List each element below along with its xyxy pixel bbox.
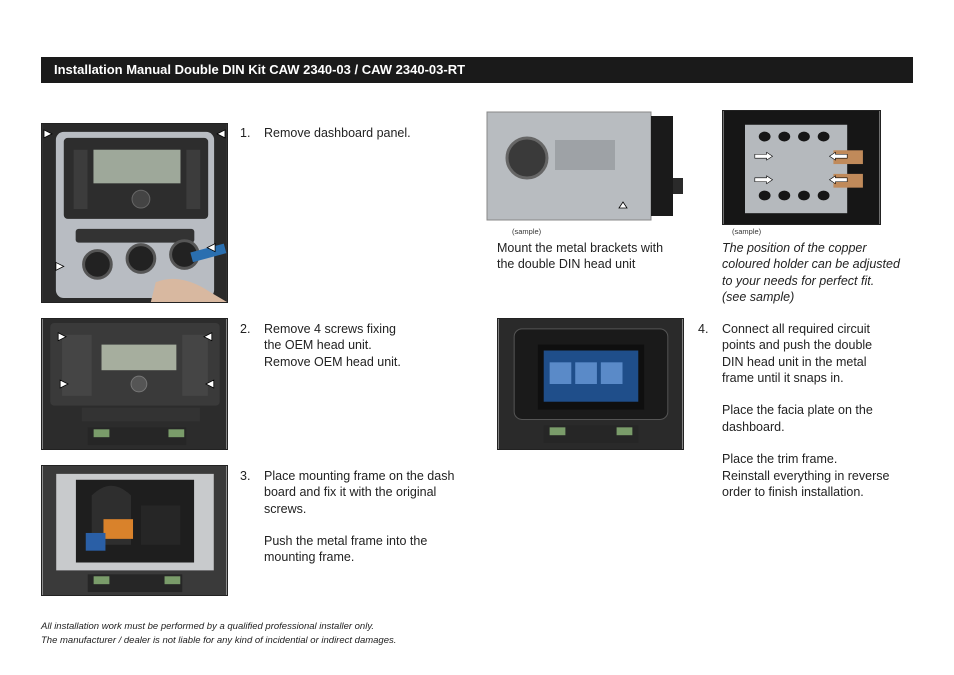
brackets-sample-label: (sample): [512, 227, 542, 236]
oem-head-unit-photo: [41, 318, 228, 450]
disclaimer-line-2: The manufacturer / dealer is not liable …: [41, 635, 397, 646]
step-number: 4.: [698, 322, 709, 336]
holder-sample-label: (sample): [732, 227, 762, 236]
step-text: Connect all required circuit points and …: [722, 322, 890, 499]
metal-brackets-photo: [485, 110, 690, 225]
mounting-frame-photo: [41, 465, 228, 596]
step-number: 3.: [240, 469, 251, 483]
step-text: Remove 4 screws fixing the OEM head unit…: [264, 322, 401, 369]
copper-holder-photo: [722, 110, 881, 225]
step-3: 3. Place mounting frame on the dash boar…: [240, 468, 470, 568]
page-header: Installation Manual Double DIN Kit CAW 2…: [41, 57, 913, 83]
step-4: 4. Connect all required circuit points a…: [698, 321, 908, 501]
step-text: Place mounting frame on the dash board a…: [264, 469, 455, 565]
brackets-caption: Mount the metal brackets with the double…: [497, 241, 664, 272]
installed-head-unit-photo: [497, 318, 684, 450]
disclaimer: All installation work must be performed …: [41, 620, 396, 648]
step-number: 1.: [240, 126, 251, 140]
step-1: 1. Remove dashboard panel.: [240, 125, 460, 145]
step-text: Remove dashboard panel.: [264, 126, 411, 140]
disclaimer-line-1: All installation work must be performed …: [41, 621, 375, 632]
dashboard-panel-photo: [41, 123, 228, 303]
holder-caption: The position of the copper coloured hold…: [722, 241, 900, 304]
step-number: 2.: [240, 322, 251, 336]
step-2: 2. Remove 4 screws fixing the OEM head u…: [240, 321, 460, 373]
page-title: Installation Manual Double DIN Kit CAW 2…: [54, 62, 466, 77]
